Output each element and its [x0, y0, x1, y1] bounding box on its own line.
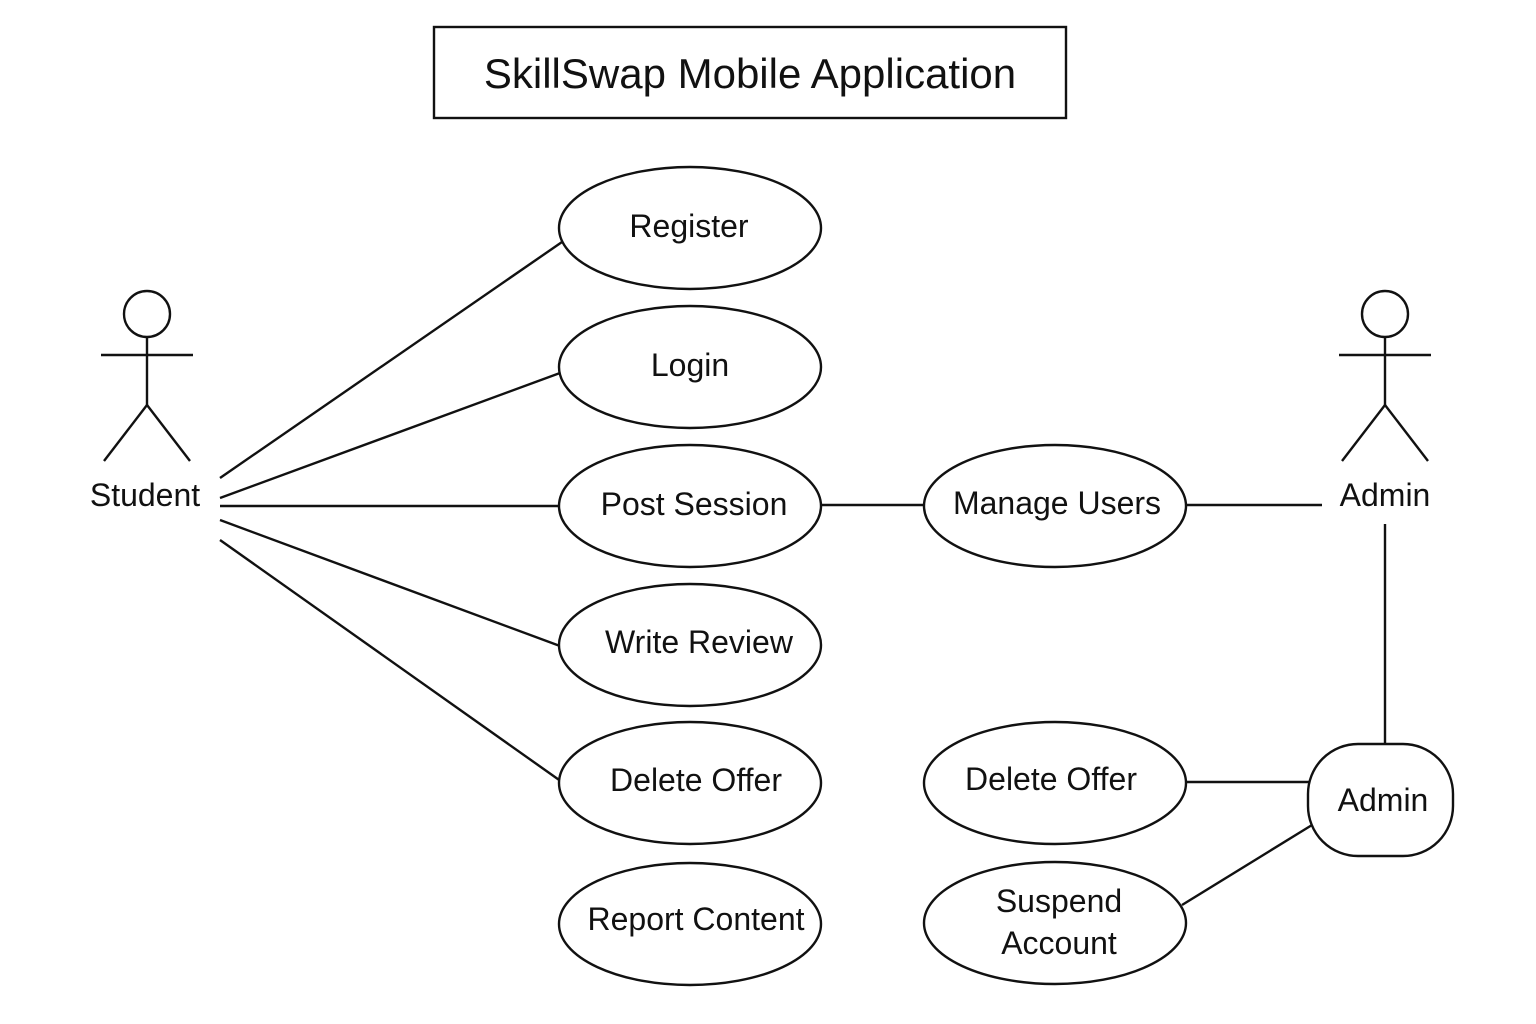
- use-case-admin-delete-offer: Delete Offer: [922, 720, 1188, 846]
- use-case-suspend-account-label-line1: Suspend: [996, 883, 1122, 919]
- actor-student-label: Student: [90, 477, 200, 513]
- use-case-login: Login: [557, 304, 823, 430]
- actor-admin-label: Admin: [1340, 477, 1431, 513]
- stick-figure-icon: [1339, 289, 1431, 462]
- admin-node-label: Admin: [1338, 782, 1429, 818]
- use-case-report-content-label: Report Content: [587, 901, 804, 937]
- use-case-register-label: Register: [629, 208, 749, 244]
- use-case-write-review-label: Write Review: [605, 624, 794, 660]
- use-case-post-session: Post Session: [557, 443, 823, 569]
- use-case-suspend-account: Suspend Account: [922, 860, 1188, 986]
- assoc-student-write-review: [219, 518, 561, 648]
- student-associations: [219, 241, 563, 783]
- use-case-admin-delete-offer-label: Delete Offer: [965, 761, 1137, 797]
- use-case-report-content: Report Content: [557, 861, 823, 987]
- use-case-manage-users: Manage Users: [922, 443, 1188, 569]
- assoc-student-delete-offer: [219, 539, 563, 783]
- actor-student: Student: [90, 289, 200, 513]
- actor-admin: Admin: [1339, 289, 1431, 513]
- use-case-post-session-label: Post Session: [601, 486, 788, 522]
- title-frame: [432, 25, 1068, 120]
- assoc-student-login: [219, 371, 561, 500]
- use-case-delete-offer-label: Delete Offer: [610, 762, 782, 798]
- use-case-suspend-account-label-line2: Account: [1001, 925, 1117, 961]
- diagram-title: SkillSwap Mobile Application: [484, 50, 1016, 97]
- use-case-manage-users-label: Manage Users: [953, 485, 1161, 521]
- admin-node: Admin: [1306, 742, 1455, 858]
- use-case-register: Register: [557, 165, 823, 291]
- stick-figure-icon: [101, 289, 193, 462]
- assoc-suspend-account-admin-node: [1181, 823, 1313, 907]
- use-case-write-review: Write Review: [557, 582, 823, 708]
- other-associations: [822, 503, 1387, 907]
- use-case-delete-offer: Delete Offer: [557, 720, 823, 846]
- assoc-student-register: [219, 241, 563, 479]
- title-box: SkillSwap Mobile Application: [432, 25, 1068, 120]
- use-case-login-label: Login: [651, 347, 729, 383]
